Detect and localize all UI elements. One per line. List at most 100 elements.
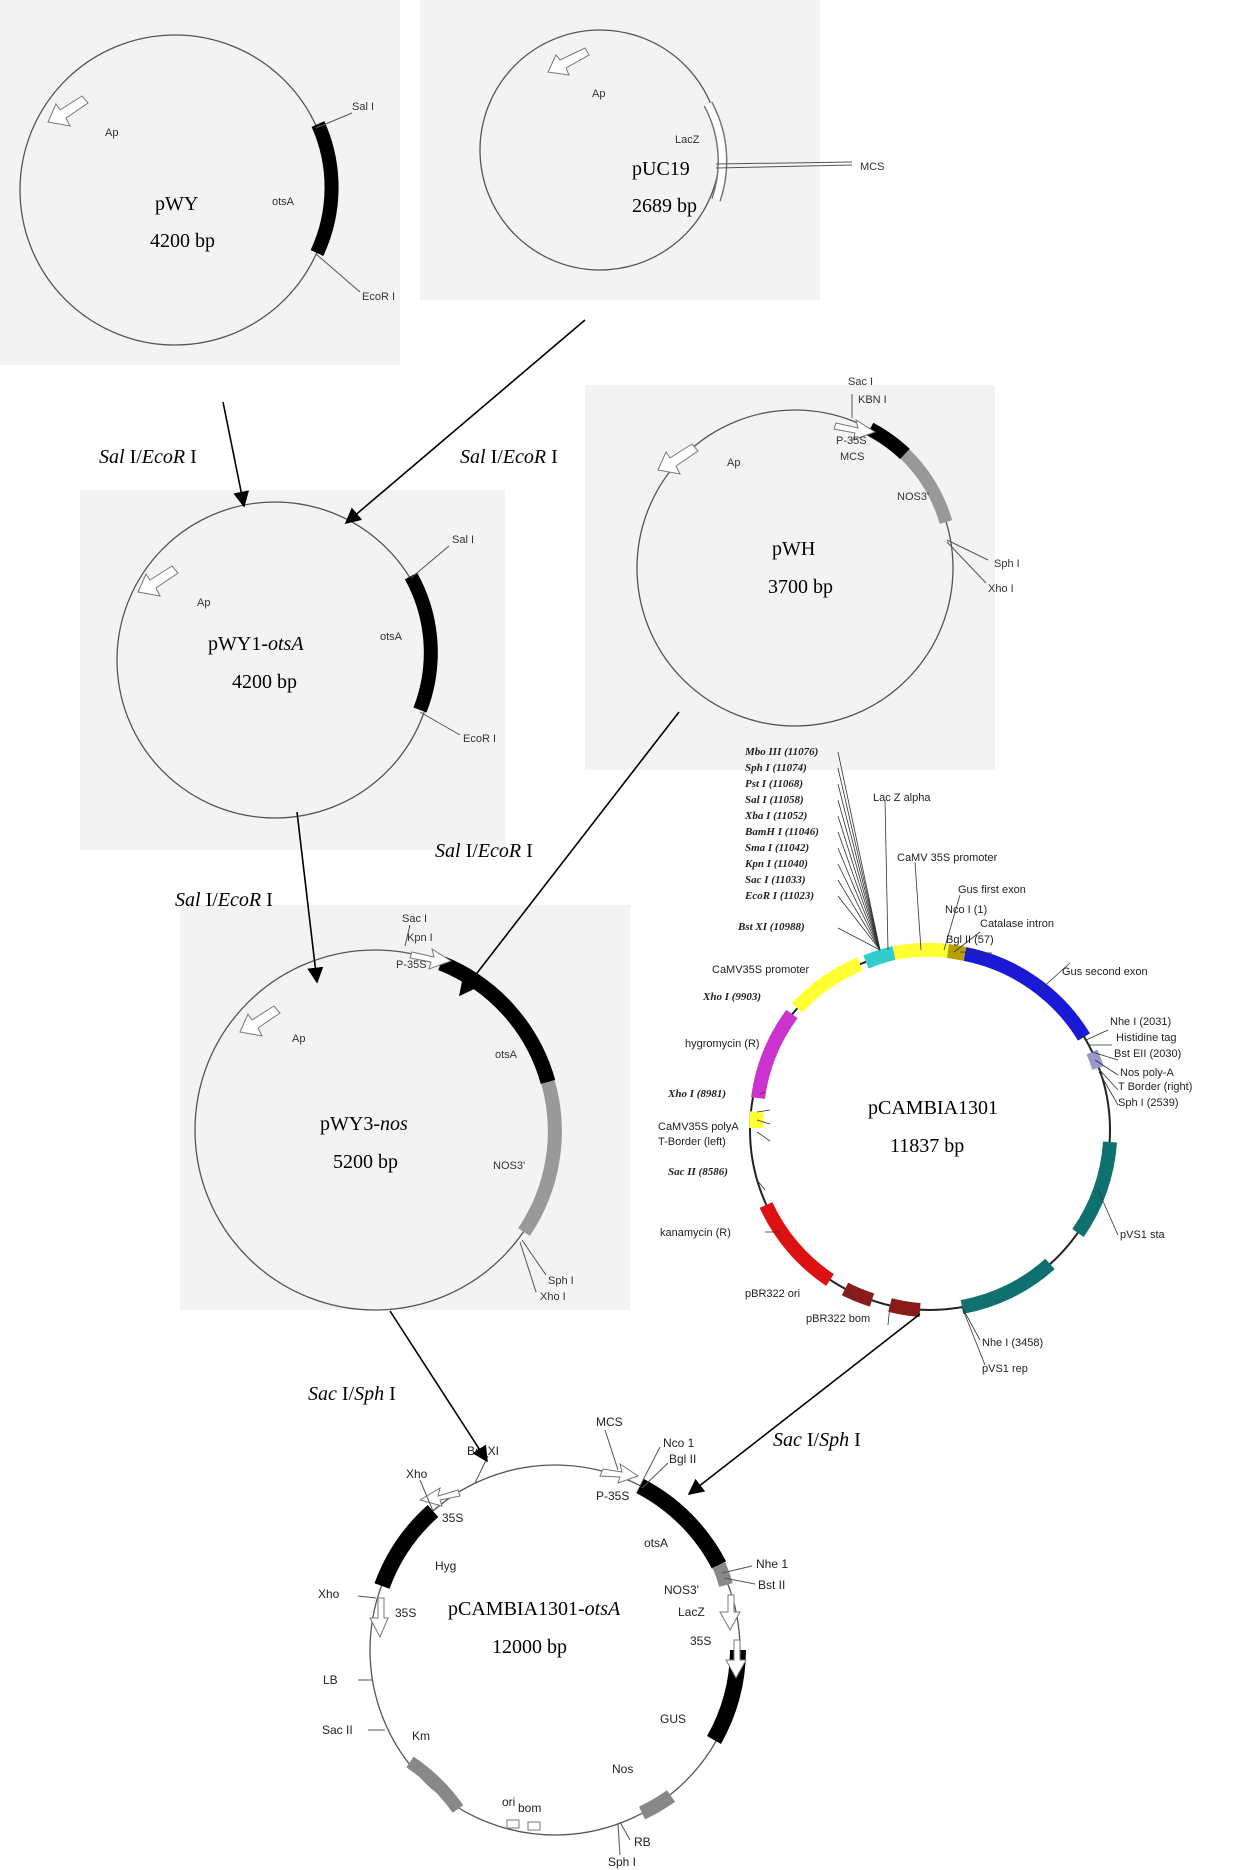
plasmid-size: 3700 bp: [768, 576, 833, 598]
arrow-icon: [687, 1313, 921, 1495]
plasmid-pcambia1301-otsa: MCS Nco 1 Bgl II P-35S Bst XI Xho 35S Hy…: [318, 1415, 788, 1869]
plasmid-size: 4200 bp: [232, 671, 297, 693]
mcs-label: MCS: [840, 451, 864, 463]
sac-label: Sac I: [848, 376, 873, 388]
lacz-arrow-icon: [719, 1594, 741, 1632]
km-label: Km: [412, 1729, 430, 1743]
tborder-right-label: T Border (right): [1118, 1081, 1192, 1093]
pwh-background: [585, 385, 995, 770]
ap-label: Ap: [592, 88, 605, 100]
pbr-ori-label: pBR322 ori: [745, 1288, 800, 1300]
plasmid-size: 4200 bp: [150, 230, 215, 252]
site-label: Sac II (8586): [668, 1166, 728, 1178]
enzyme-label: Sac I/Sph I: [308, 1383, 396, 1405]
35s-label: 35S: [690, 1634, 711, 1648]
pvs1-rep-segment: [960, 1258, 1055, 1314]
xho-label: Xho I: [540, 1291, 566, 1303]
nos-arc: [900, 449, 953, 524]
kanamycin-label: kanamycin (R): [660, 1227, 731, 1239]
label-line: [315, 253, 361, 293]
camv35s-label: CaMV 35S promoter: [897, 852, 998, 864]
enzyme-label: Sal I/EcoR I: [460, 446, 558, 468]
plasmid-size: 11837 bp: [890, 1135, 964, 1157]
plasmid-size: 5200 bp: [333, 1151, 398, 1173]
35s-label: 35S: [395, 1606, 416, 1620]
plasmid-name: pWY1-otsA: [208, 633, 304, 655]
sal-label: Sal I: [352, 101, 374, 113]
sac2-label: Sac II: [322, 1723, 353, 1737]
label-line: [946, 539, 989, 561]
xho-label: Xho: [318, 1587, 340, 1601]
arrow-icon: [389, 1310, 488, 1463]
ap-label: Ap: [197, 597, 210, 609]
gene-label: otsA: [495, 1049, 518, 1061]
plasmid-name: pUC19: [632, 158, 690, 180]
enzyme-label: Sal I/EcoR I: [99, 446, 197, 468]
plasmid-name: pCAMBIA1301-otsA: [448, 1598, 621, 1620]
label-line: [419, 711, 461, 736]
nco-label: Nco I (1): [945, 904, 987, 916]
gene-label: otsA: [380, 631, 403, 643]
p35s-label: P-35S: [396, 959, 427, 971]
label-line: [410, 545, 450, 579]
tborder-left-label: T-Border (left): [658, 1136, 726, 1148]
lacz-arc-fill: [704, 102, 726, 202]
camv35s-promoter-label: CaMV35S promoter: [712, 964, 810, 976]
site-label: BamH I (11046): [744, 826, 819, 838]
pvs1-sta-segment: [1072, 1141, 1117, 1238]
otsa-gene-arc: [438, 956, 556, 1085]
plasmid-name: pWY3-nos: [320, 1113, 408, 1135]
lacz-label: LacZ: [678, 1605, 705, 1619]
gene-label: otsA: [272, 196, 295, 208]
p35s-arrow-icon: [833, 418, 877, 441]
kanamycin-segment: [759, 1201, 834, 1286]
site-label: Pst I (11068): [745, 778, 803, 790]
label-line: [521, 1239, 547, 1276]
nco-label: Nco 1: [663, 1436, 695, 1450]
nos-label: NOS3': [493, 1160, 525, 1172]
camv-polya-label: CaMV35S polyA: [658, 1121, 739, 1133]
p35s-arrow-icon: [409, 947, 453, 970]
xho-label: Xho: [406, 1467, 428, 1481]
pvs1-rep-label: pVS1 rep: [982, 1363, 1028, 1375]
catalase-segment: [947, 944, 967, 961]
label-line: [315, 112, 353, 129]
construction-arrows: [222, 319, 921, 1495]
site-label: Xba I (11052): [744, 810, 807, 822]
bom-label: bom: [518, 1801, 541, 1815]
otsa-gene-arc: [404, 572, 438, 713]
pbr-ori-segment: [841, 1282, 875, 1307]
kpn-label: Kpn I: [407, 932, 433, 944]
bgl-label: Bgl II (57): [946, 934, 994, 946]
site-label-lines: [756, 751, 1119, 1366]
plasmid-pwy: Ap otsA Sal I EcoR I pWY 4200 bp: [19, 34, 395, 346]
nos3-arc: [712, 1562, 733, 1588]
label-lines: [357, 1429, 756, 1856]
pwy1-background: [80, 490, 505, 850]
bgl-label: Bgl II: [669, 1452, 696, 1466]
plasmid-ring: [636, 409, 954, 727]
pwy-background: [0, 0, 400, 365]
label-line: [946, 541, 987, 584]
nos-arc: [518, 1080, 562, 1236]
lacz-label: Lac Z alpha: [873, 792, 931, 804]
xho-label: Xho I: [988, 583, 1014, 595]
mcs-label: MCS: [596, 1415, 623, 1429]
plasmid-size: 12000 bp: [492, 1636, 567, 1658]
otsa-label: otsA: [644, 1536, 668, 1550]
label-line: [404, 924, 411, 947]
otsa-gene-arc: [310, 121, 339, 256]
35s-label: 35S: [442, 1511, 463, 1525]
camv35s-segment: [892, 942, 949, 960]
plasmid-pcambia1301: Mbo III (11076) Sph I (11074) Pst I (110…: [658, 746, 1192, 1375]
plasmid-pwy3-nos: Sac I Kpn I P-35S otsA NOS3' Sph I Xho I…: [194, 913, 574, 1311]
ecor-label: EcoR I: [463, 733, 496, 745]
sph-label: Sph I: [994, 558, 1020, 570]
label-line: [519, 1241, 537, 1293]
histidine-label: Histidine tag: [1116, 1032, 1177, 1044]
camv-polya-segment: [749, 1111, 764, 1129]
bom-box: [527, 1821, 541, 1831]
plasmid-pwh: Sac I KBN I P-35S MCS NOS3' Sph I Xho I …: [636, 376, 1020, 727]
plasmid-name: pCAMBIA1301: [868, 1097, 998, 1119]
ap-arrow-icon: [239, 1005, 281, 1037]
